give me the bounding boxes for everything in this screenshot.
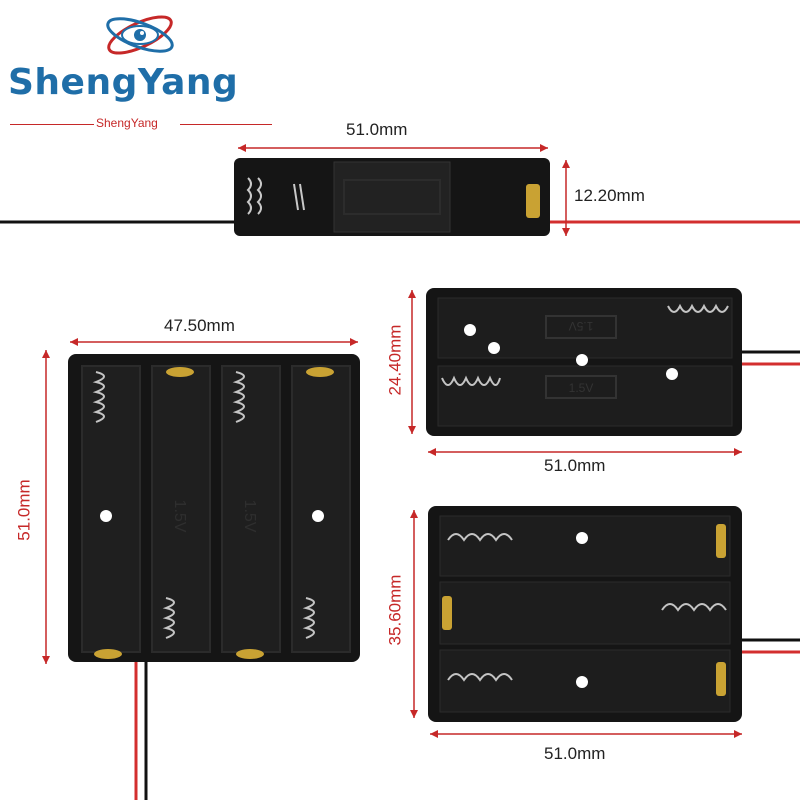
triple-width-label: 51.0mm	[544, 744, 606, 763]
gold-contact	[442, 524, 726, 696]
spring-icon	[447, 533, 727, 682]
single-height-label: 12.20mm	[574, 186, 645, 205]
double-height-label: 24.40mm	[385, 324, 405, 396]
voltage-marking: 1.5V	[171, 500, 188, 533]
spring-icon	[441, 303, 729, 386]
eye-logo-icon	[106, 15, 174, 55]
brand-tagline: ShengYang	[96, 116, 158, 130]
quad-width-label: 47.50mm	[164, 316, 235, 335]
double-battery-holder: 1.5V 1.5V	[408, 288, 800, 456]
quad-height-label: 51.0mm	[14, 479, 34, 541]
voltage-marking: 1.5V	[569, 319, 594, 333]
gold-contact	[94, 367, 334, 659]
voltage-marking: 1.5V	[241, 500, 258, 533]
logo	[100, 10, 180, 60]
triple-battery-holder	[410, 506, 800, 738]
gold-contact	[526, 184, 540, 218]
brand-divider-right	[180, 124, 272, 125]
double-width-label: 51.0mm	[544, 456, 606, 475]
quad-battery-holder: 1.5V 1.5V	[42, 338, 360, 800]
single-width-label: 51.0mm	[346, 120, 408, 139]
single-battery-holder	[0, 144, 800, 236]
brand-divider-left	[10, 124, 94, 125]
spring-icon	[92, 371, 315, 639]
triple-height-label: 35.60mm	[385, 574, 405, 646]
brand-name: ShengYang	[8, 62, 239, 103]
spring-icon	[246, 177, 305, 215]
voltage-marking: 1.5V	[569, 381, 594, 395]
